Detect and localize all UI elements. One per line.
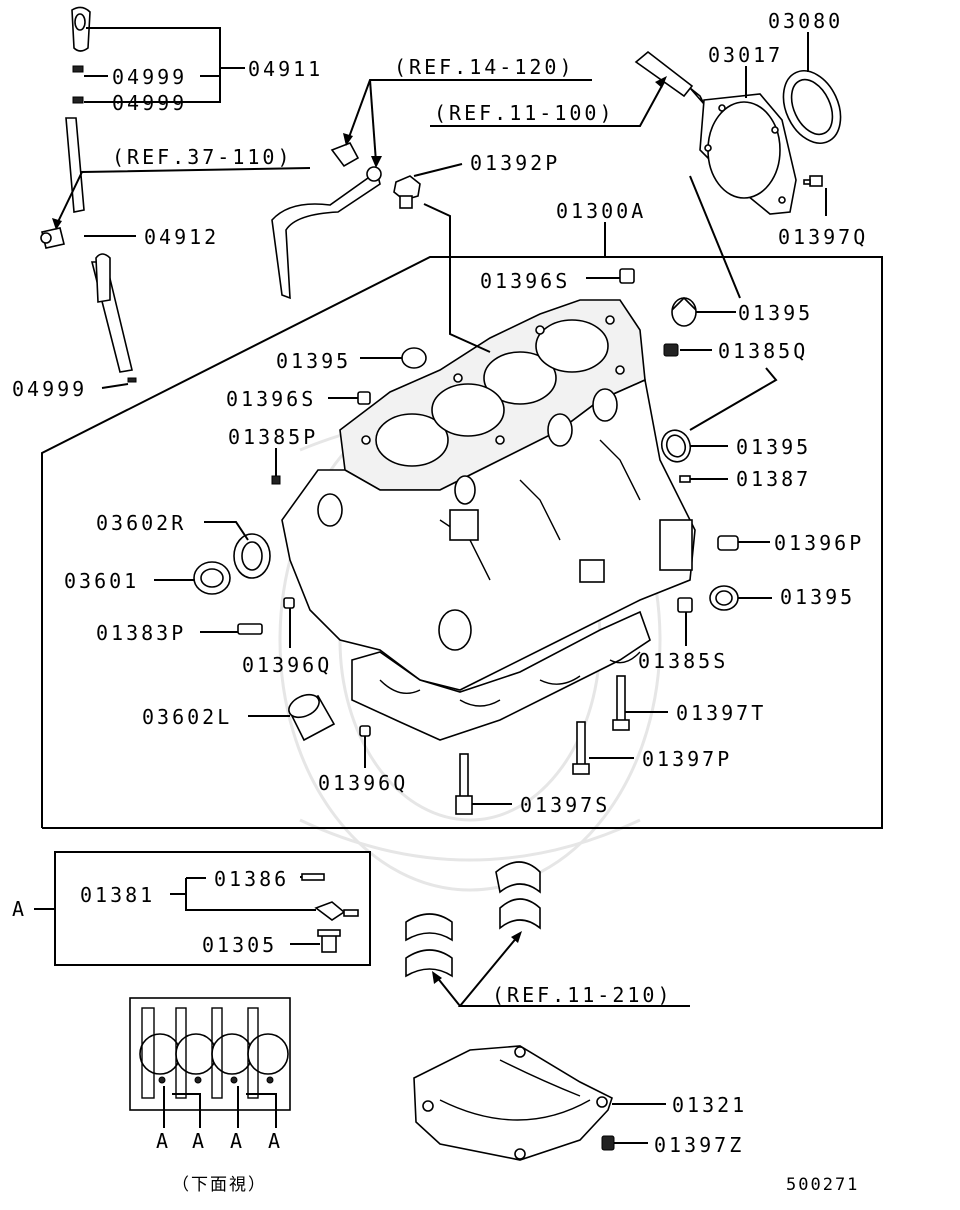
label-04999-a: 04999 (112, 65, 187, 89)
main-bearing-lower (405, 913, 453, 978)
bottom-letter-a-1: A (156, 1129, 171, 1153)
view-caption: （下面視） (172, 1175, 267, 1195)
label-01381: 01381 (80, 883, 155, 907)
label-01396Q-a: 01396Q (242, 653, 332, 677)
block-bottom-view (129, 997, 291, 1111)
plug-01385P (271, 475, 281, 485)
label-01397P: 01397P (642, 747, 732, 771)
figure-code: 500271 (786, 1175, 859, 1195)
plug-01396Q-a (283, 597, 295, 609)
plug-01383P (237, 623, 263, 635)
main-bearing-upper (495, 861, 541, 930)
label-01396P: 01396P (774, 531, 864, 555)
cap-01395-b (401, 347, 427, 369)
ref-11-210: (REF.11-210) (492, 983, 673, 1007)
bolt-01397Z (601, 1135, 615, 1151)
gauge-grommet (40, 227, 65, 249)
label-01395-a: 01395 (738, 301, 813, 325)
pin-01386 (301, 873, 325, 881)
callout-letter-a: A (12, 897, 27, 921)
label-03601: 03601 (64, 569, 139, 593)
cap-01395-a (671, 296, 697, 327)
label-03602R: 03602R (96, 511, 186, 535)
label-01397T: 01397T (676, 701, 766, 725)
label-01385P: 01385P (228, 425, 318, 449)
label-01395-d: 01395 (780, 585, 855, 609)
label-01397S: 01397S (520, 793, 610, 817)
label-04999-c: 04999 (12, 377, 87, 401)
label-01397Q: 01397Q (778, 225, 868, 249)
label-04912: 04912 (144, 225, 219, 249)
plug-01385S (677, 597, 693, 613)
label-01300A: 01300A (556, 199, 646, 223)
pin-01387 (679, 475, 691, 483)
label-04999-b: 04999 (112, 91, 187, 115)
rear-oil-seal (782, 70, 842, 144)
part-labels: 03080 03017 04911 04999 04999 (REF.14-12… (12, 9, 868, 1195)
drain-plug (393, 175, 421, 209)
label-03080: 03080 (768, 9, 843, 33)
bottom-letter-a-3: A (230, 1129, 245, 1153)
label-01383P: 01383P (96, 621, 186, 645)
label-01396Q-b: 01396Q (318, 771, 408, 795)
bolt-01397T (612, 675, 630, 731)
oil-baffle (413, 1045, 613, 1161)
oil-level-gauge-guide (90, 253, 137, 383)
ref-11-100: (REF.11-100) (434, 101, 615, 125)
label-01386: 01386 (214, 867, 289, 891)
plug-01396S-top (619, 268, 635, 284)
label-01396S-mid: 01396S (226, 387, 316, 411)
plug-01396Q-b (359, 725, 371, 737)
label-01385Q: 01385Q (718, 339, 808, 363)
label-01395-b: 01395 (276, 349, 351, 373)
leader-lines (34, 27, 827, 1144)
main-frame (41, 256, 883, 829)
plug-01396S-mid (357, 391, 371, 405)
plug-01396P (717, 535, 739, 551)
label-01395-c: 01395 (736, 435, 811, 459)
jet-01381 (314, 901, 359, 921)
bottom-letter-a-2: A (192, 1129, 207, 1153)
bushing-03602L (288, 693, 336, 742)
ref-37-110: (REF.37-110) (112, 145, 293, 169)
oil-level-gauge (65, 6, 91, 213)
cap-01395-c (660, 429, 692, 463)
label-04911: 04911 (248, 57, 323, 81)
label-01387: 01387 (736, 467, 811, 491)
label-01305: 01305 (202, 933, 277, 957)
label-01396S-top: 01396S (480, 269, 570, 293)
label-01385S: 01385S (638, 649, 728, 673)
label-01321: 01321 (672, 1093, 747, 1117)
label-03602L: 03602L (142, 705, 232, 729)
bolt-01397S (455, 753, 473, 815)
seal-case-bolt (803, 175, 823, 187)
sealant-tube (634, 50, 705, 105)
oil-seal-case (699, 93, 797, 215)
label-01392P: 01392P (470, 151, 560, 175)
label-03017: 03017 (708, 43, 783, 67)
bushing-03601 (193, 561, 231, 595)
cylinder-block (281, 299, 696, 741)
bolt-01305 (317, 929, 341, 953)
bolt-01397P (572, 721, 590, 775)
bushing-03602R (233, 533, 271, 579)
label-01397Z: 01397Z (654, 1133, 744, 1157)
breather-hose (271, 141, 382, 300)
bottom-letter-a-4: A (268, 1129, 283, 1153)
cap-01395-d (709, 585, 739, 611)
plug-01385Q (663, 343, 679, 357)
ref-14-120: (REF.14-120) (394, 55, 575, 79)
